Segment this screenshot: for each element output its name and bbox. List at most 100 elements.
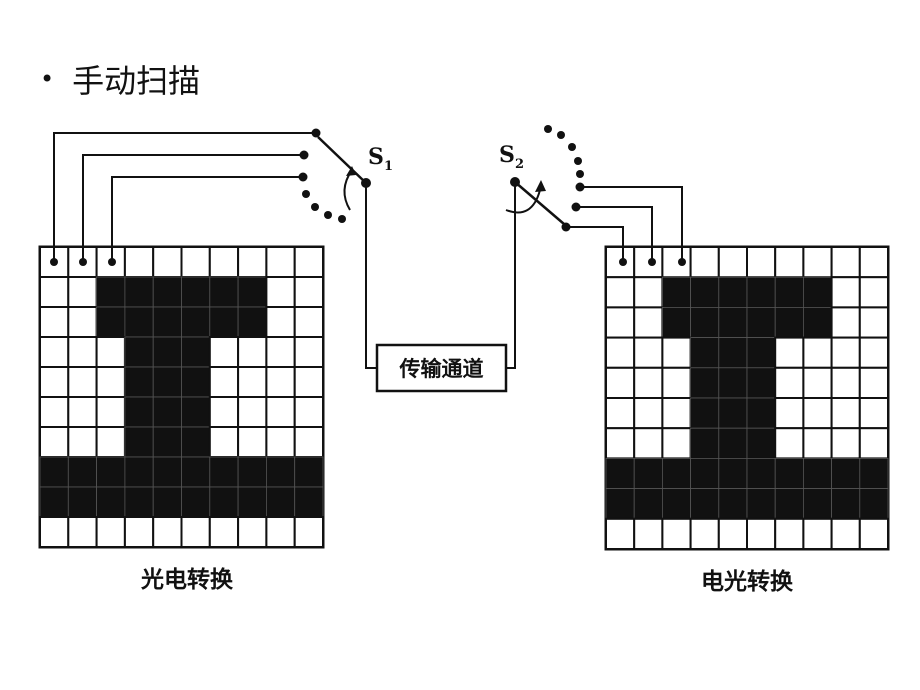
left-grid-pixel <box>96 306 126 338</box>
left-grid-pixel <box>67 516 98 548</box>
left-grid-pixel <box>124 486 154 518</box>
s2-subscript: 2 <box>515 157 524 172</box>
left-grid-pixel <box>293 276 325 308</box>
left-grid-pixel <box>208 396 240 428</box>
right-grid-pixel <box>661 366 692 399</box>
right-grid-pixel <box>746 457 776 489</box>
left-grid-pixel <box>124 396 154 428</box>
right-grid-pixel <box>831 457 861 489</box>
right-grid-pixel <box>746 427 776 459</box>
right-grid-pixel <box>717 517 748 550</box>
right-grid-pixel <box>774 246 805 279</box>
left-grid-pixel <box>293 516 325 548</box>
left-grid-pixel <box>265 336 296 368</box>
left-grid-pixel <box>180 246 211 278</box>
right-grid-pixel <box>718 397 748 429</box>
right-grid-pixel <box>633 276 664 309</box>
right-grid-pixel <box>774 397 805 430</box>
left-grid-pixel <box>39 366 70 398</box>
right-grid-pixel <box>718 457 748 489</box>
left-grid-pixel <box>237 246 268 278</box>
left-grid-pixel <box>124 366 154 398</box>
left-grid-pixel <box>39 426 70 458</box>
right-grid-pixel <box>661 246 692 279</box>
right-grid-pixel <box>802 427 833 460</box>
right-grid-pixel <box>717 246 748 279</box>
switch-s2: S 2 <box>499 125 585 232</box>
left-grid-pixel <box>39 306 70 338</box>
right-grid-pixel <box>662 488 692 520</box>
right-grid-pixel <box>774 457 804 489</box>
right-grid-pixel <box>746 337 776 369</box>
right-grid-pixel <box>605 306 636 339</box>
left-pixel-contacts <box>50 258 116 266</box>
right-grid-pixel <box>633 517 664 550</box>
left-grid-pixel <box>152 336 182 368</box>
right-grid-pixel <box>746 367 776 399</box>
left-grid-pixel <box>152 426 182 458</box>
left-grid-pixel <box>39 516 70 548</box>
right-grid-pixel <box>803 306 833 338</box>
title-text: 手动扫描 <box>72 62 201 100</box>
right-grid-pixel <box>690 397 720 429</box>
right-grid-pixel <box>718 337 748 369</box>
left-grid-pixel <box>180 516 211 548</box>
left-grid-pixel <box>293 366 325 398</box>
right-grid-pixel <box>774 427 805 460</box>
left-grid-pixel <box>123 516 155 548</box>
left-grid-pixel <box>265 396 296 428</box>
left-grid-pixel <box>124 456 154 488</box>
right-grid-pixel <box>690 427 720 459</box>
left-grid-pixel <box>293 246 325 278</box>
left-grid-pixel <box>39 456 69 488</box>
left-grid-pixel <box>293 396 325 428</box>
right-grid-pixel <box>661 397 692 430</box>
left-grid-pixel <box>96 456 126 488</box>
right-grid-pixel <box>859 488 889 520</box>
right-grid-pixel <box>633 366 664 399</box>
s1-subscript: 1 <box>384 159 393 174</box>
left-grid-pixel <box>124 276 154 308</box>
right-grid-pixel <box>774 517 805 550</box>
s2-label: S <box>499 142 515 168</box>
right-grid-pixel <box>802 336 833 369</box>
left-grid-pixel <box>95 336 126 368</box>
left-grid-pixel <box>208 366 240 398</box>
electro-optic-grid <box>604 245 890 551</box>
right-grid-pixel <box>858 427 889 460</box>
left-grid-pixel <box>181 366 211 398</box>
right-grid-pixel <box>605 488 635 520</box>
right-grid-pixel <box>605 366 636 399</box>
left-grid-pixel <box>181 456 211 488</box>
left-grid-pixel <box>39 396 70 428</box>
right-grid-pixel <box>802 246 833 279</box>
right-grid-pixel <box>830 336 861 369</box>
right-grid-pixel <box>746 306 776 338</box>
left-grid-pixel <box>293 336 325 368</box>
right-grid-pixel <box>830 306 861 339</box>
left-grid-pixel <box>152 246 183 278</box>
left-grid-pixel <box>265 366 296 398</box>
left-grid-pixel <box>265 516 296 548</box>
right-grid-pixel <box>858 246 889 279</box>
left-grid-pixel <box>95 516 126 548</box>
left-grid-pixel <box>152 366 182 398</box>
right-grid-pixel <box>718 367 748 399</box>
right-grid-pixel <box>662 276 692 308</box>
left-grid-pixel <box>208 516 240 548</box>
left-grid-pixel <box>237 426 268 458</box>
left-grid-pixel <box>39 336 70 368</box>
left-grid-pixel <box>237 396 268 428</box>
right-grid-pixel <box>633 336 664 369</box>
right-grid-pixel <box>661 336 692 369</box>
right-wiring <box>566 186 683 262</box>
left-grid-pixel <box>209 456 239 488</box>
right-grid-pixel <box>802 397 833 430</box>
right-grid-pixel <box>802 517 833 550</box>
right-grid-pixel <box>718 306 748 338</box>
left-grid-pixel <box>237 516 268 548</box>
right-grid-pixel <box>858 517 889 550</box>
left-grid-pixel <box>67 276 98 308</box>
left-grid-pixel <box>265 276 296 308</box>
right-grid-pixel <box>802 366 833 399</box>
